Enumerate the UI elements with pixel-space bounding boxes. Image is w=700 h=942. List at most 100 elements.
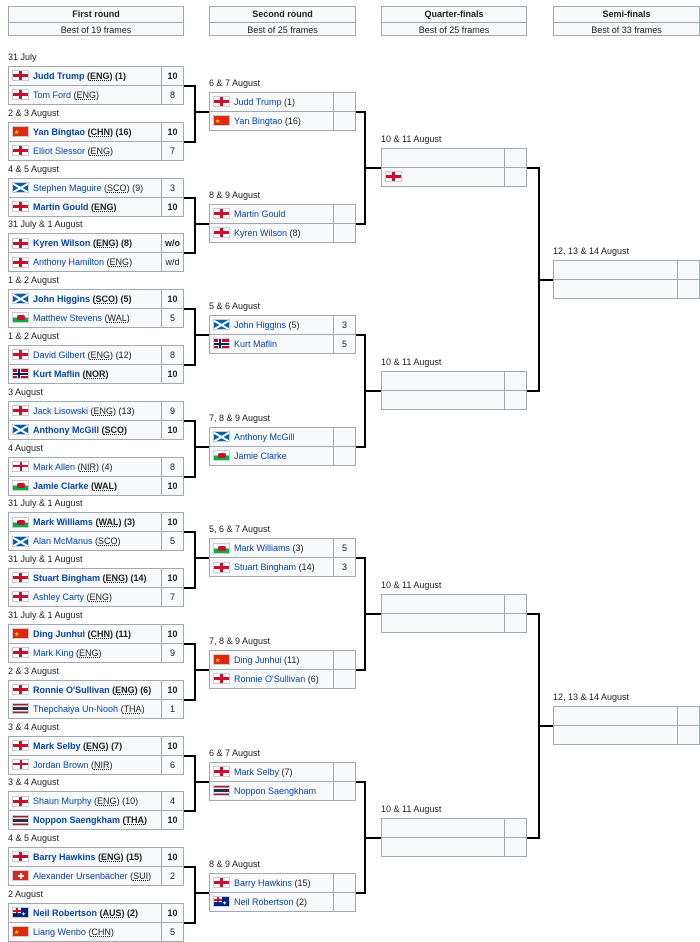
player-score	[677, 726, 699, 745]
player-name[interactable]: Jordan Brown	[33, 759, 89, 770]
player-name-cell: Stuart Bingham (ENG) (14)	[9, 569, 165, 587]
player-name[interactable]: Mark Williams	[234, 543, 290, 554]
player-score	[333, 427, 355, 446]
bracket-connector-line	[356, 334, 364, 337]
player-name-cell: Jamie Clarke	[210, 447, 337, 465]
player-name[interactable]: Anthony McGill	[33, 424, 99, 435]
player-score: 10	[161, 67, 183, 85]
player-name[interactable]: Martin Gould	[234, 208, 286, 219]
player-row	[554, 726, 699, 745]
player-name[interactable]: Mark Williams	[33, 517, 93, 528]
player-name[interactable]: Kurt Maflin	[234, 339, 278, 350]
player-name-cell: Anthony Hamilton (ENG)	[9, 253, 165, 271]
match-date: 1 & 2 August	[8, 275, 60, 286]
round-format: Best of 19 frames	[60, 25, 132, 35]
player-row: Judd Trump (1)	[210, 93, 355, 112]
player-name[interactable]: Stuart Bingham	[33, 573, 101, 584]
sco-flag-icon	[12, 535, 29, 547]
player-name[interactable]: Kyren Wilson	[33, 238, 91, 249]
player-score: 9	[161, 644, 183, 662]
player-name-cell	[382, 149, 508, 167]
player-seed: (11)	[115, 629, 132, 639]
player-name[interactable]: Barry Hawkins	[33, 852, 96, 863]
player-name[interactable]: Kurt Maflin	[33, 369, 80, 379]
chn-flag-icon	[12, 124, 29, 141]
player-name[interactable]: Yan Bingtao	[234, 116, 283, 126]
match-date: 3 August	[8, 386, 44, 397]
eng-flag-icon	[213, 765, 230, 777]
player-name[interactable]: John Higgins	[33, 294, 90, 305]
player-score: 5	[333, 539, 355, 558]
player-name-cell: Noppon Saengkham	[210, 782, 337, 800]
bracket-connector-line	[356, 445, 364, 448]
player-name[interactable]: Anthony McGill	[234, 431, 295, 442]
player-seed: (6)	[307, 674, 319, 684]
player-row: Jordan Brown (NIR)6	[9, 755, 183, 774]
player-name[interactable]: Alexander Ursenbacher	[33, 871, 128, 882]
player-name[interactable]: Elliot Slessor	[33, 145, 86, 156]
player-name[interactable]: Neil Robertson	[234, 897, 294, 908]
player-seed: (11)	[284, 655, 300, 665]
sui-flag-icon	[12, 870, 29, 882]
player-country: ENG	[109, 257, 130, 268]
player-name[interactable]: Mark King	[33, 648, 74, 658]
player-name[interactable]: Tom Ford	[33, 90, 72, 100]
player-score: 10	[161, 365, 183, 383]
player-country: ENG	[90, 145, 111, 156]
player-name[interactable]: Jamie Clarke	[33, 480, 89, 491]
player-name[interactable]: Noppon Saengkham	[234, 785, 317, 796]
player-name[interactable]: Mark Selby	[234, 766, 280, 777]
chn-flag-icon	[213, 113, 230, 130]
bracket-connector-line	[184, 140, 194, 143]
player-score: 10	[161, 197, 183, 216]
eng-flag-icon	[213, 96, 230, 108]
player-score	[333, 204, 355, 223]
player-name[interactable]: Neil Robertson	[33, 908, 98, 918]
player-name[interactable]: Noppon Saengkham	[33, 815, 121, 826]
match-date: 8 & 9 August	[209, 189, 261, 200]
player-name[interactable]: David Gilbert	[33, 350, 86, 360]
player-name[interactable]: Ronnie O'Sullivan	[234, 674, 306, 684]
player-name[interactable]: Ashley Carty	[33, 592, 85, 603]
player-country: NIR	[80, 461, 97, 472]
player-name[interactable]: Judd Trump	[33, 71, 85, 81]
player-name[interactable]: Shaun Murphy	[33, 796, 92, 807]
player-name[interactable]: Judd Trump	[234, 97, 282, 107]
player-name[interactable]: Jack Lisowski	[33, 405, 89, 416]
player-seed: (2)	[127, 908, 139, 918]
player-row: Ashley Carty (ENG)7	[9, 588, 183, 607]
player-score	[677, 707, 699, 726]
player-seed: (2)	[296, 897, 308, 908]
player-score: 10	[161, 680, 183, 699]
player-name[interactable]: Thepchaiya Un-Nooh	[33, 703, 119, 714]
player-row: Yan Bingtao (CHN) (16)10	[9, 122, 183, 142]
match-date: 5, 6 & 7 August	[209, 524, 271, 535]
player-name-cell: Martin Gould	[210, 205, 337, 223]
player-name[interactable]: Martin Gould	[33, 201, 89, 212]
player-name[interactable]: Anthony Hamilton	[33, 257, 105, 268]
player-name-cell	[382, 838, 508, 856]
player-name[interactable]: Mark Allen	[33, 461, 76, 472]
player-name[interactable]: Kyren Wilson	[234, 227, 288, 238]
player-name[interactable]: Liang Wenbo	[33, 927, 86, 937]
player-name[interactable]: Alan McManus	[33, 536, 93, 547]
bracket-connector-line	[184, 587, 194, 590]
player-name[interactable]: Matthew Stevens	[33, 313, 103, 324]
player-country: SCO	[95, 294, 116, 305]
player-name[interactable]: Ronnie O'Sullivan	[33, 684, 110, 695]
player-name[interactable]: John Higgins	[234, 320, 287, 331]
player-name[interactable]: Mark Selby	[33, 740, 81, 751]
player-name[interactable]: Yan Bingtao	[33, 126, 86, 137]
player-name-cell: Jamie Clarke (WAL)	[9, 477, 165, 495]
player-seed: (7)	[281, 766, 293, 777]
player-name[interactable]: Stuart Bingham	[234, 562, 297, 573]
player-name[interactable]: Jamie Clarke	[234, 450, 287, 461]
player-name[interactable]: Ding Junhui	[234, 655, 282, 665]
player-name[interactable]: Stephen Maguire	[33, 182, 102, 193]
player-name[interactable]: Barry Hawkins	[234, 878, 293, 889]
player-score	[504, 595, 526, 614]
bracket-connector-line	[538, 279, 553, 281]
player-name[interactable]: Ding Junhui	[33, 629, 85, 639]
player-row: David Gilbert (ENG) (12)8	[9, 346, 183, 365]
